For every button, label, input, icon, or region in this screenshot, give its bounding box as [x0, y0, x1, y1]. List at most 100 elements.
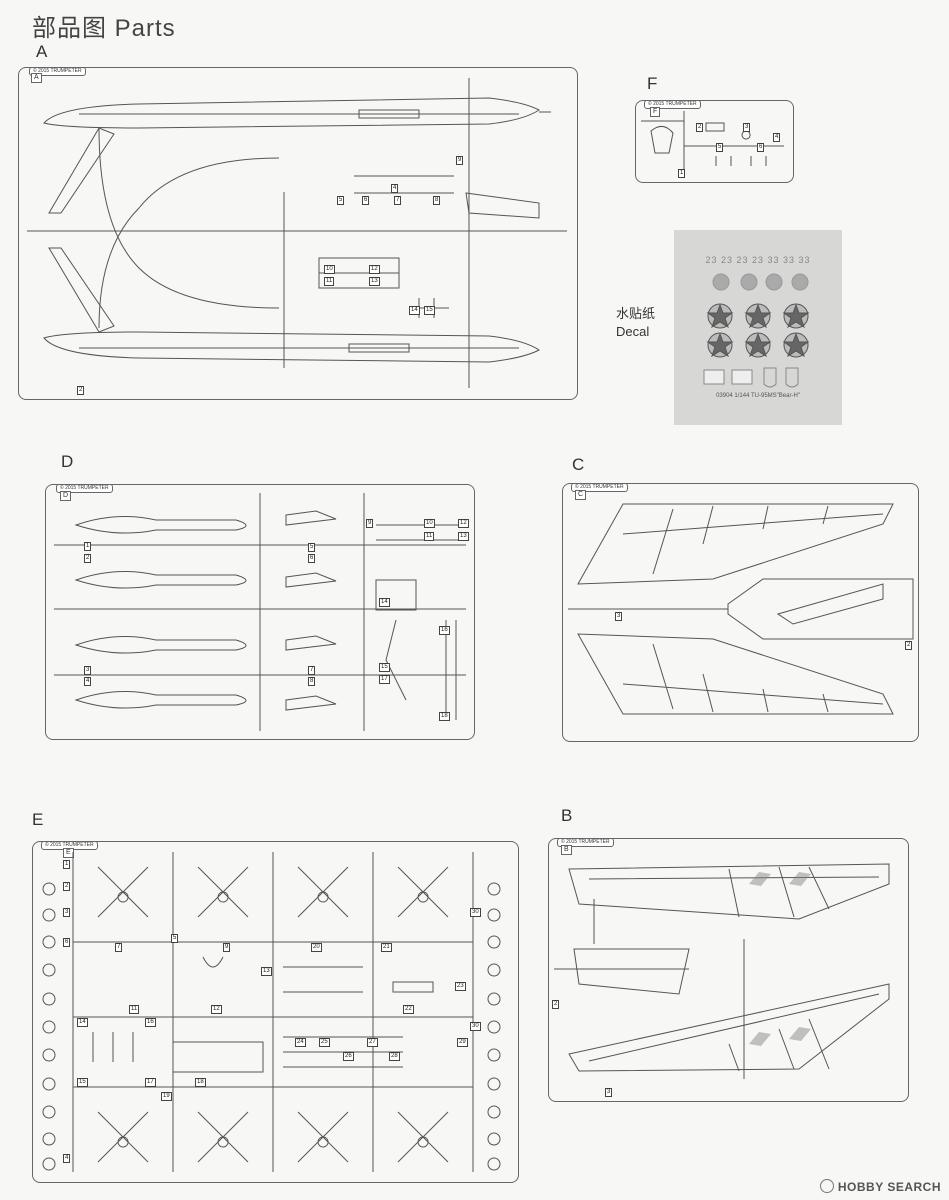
- part-number: 7: [308, 666, 316, 675]
- part-number: 1: [84, 542, 92, 551]
- part-number: 13: [369, 277, 380, 286]
- part-number: 14: [379, 598, 390, 607]
- sprue-b-frame: © 2015 TRUMPETER B 2 3: [548, 838, 909, 1102]
- part-number: 15: [424, 306, 435, 315]
- part-number: 7: [394, 196, 402, 205]
- part-number: 4: [63, 1154, 71, 1163]
- sprue-c-drawing: [568, 503, 914, 715]
- part-number: 30: [470, 908, 481, 917]
- part-number: 4: [773, 133, 781, 142]
- part-number: 9: [366, 519, 374, 528]
- sprue-d-drawing: [54, 493, 466, 731]
- decal-label-cn: 水贴纸: [616, 306, 656, 321]
- part-number: 28: [389, 1052, 400, 1061]
- part-number: 3: [84, 666, 92, 675]
- part-number: 14: [77, 1018, 88, 1027]
- sprue-f-tag: F: [650, 107, 661, 117]
- part-number: 29: [457, 1038, 468, 1047]
- part-number: 13: [458, 532, 469, 541]
- part-number: 18: [195, 1078, 206, 1087]
- part-number: 1: [678, 169, 686, 178]
- part-number: 11: [129, 1005, 140, 1014]
- sprue-c-label: C: [572, 455, 585, 474]
- sprue-f-drawing: [641, 111, 784, 176]
- part-number: 25: [319, 1038, 330, 1047]
- part-number: 6: [63, 938, 71, 947]
- sprue-f-copyright: © 2015 TRUMPETER: [644, 100, 701, 109]
- part-number: 4: [84, 677, 92, 686]
- part-number: 20: [311, 943, 322, 952]
- part-number: 11: [324, 277, 335, 286]
- part-number: 2: [63, 882, 71, 891]
- part-number: 6: [757, 143, 765, 152]
- sprue-a-label: A: [36, 42, 48, 61]
- part-number: 10: [324, 265, 335, 274]
- part-number: 15: [379, 663, 390, 672]
- decal-graphics: [703, 273, 810, 388]
- sprue-e-frame: © 2015 TRUMPETER E: [32, 841, 519, 1183]
- sprue-e-label: E: [32, 810, 44, 829]
- part-number: 6: [362, 196, 370, 205]
- part-number: 3: [605, 1088, 613, 1097]
- part-number: 2: [552, 1000, 560, 1009]
- part-number: 12: [369, 265, 380, 274]
- part-number: 3: [615, 612, 623, 621]
- sprue-d-tag: D: [60, 491, 72, 501]
- part-number: 15: [77, 1078, 88, 1087]
- part-number: 16: [145, 1018, 156, 1027]
- sprue-b-label: B: [561, 806, 573, 825]
- sprue-b-drawing: [554, 863, 890, 1079]
- decal-title: 03904 1/144 TU-95MS"Bear-H": [716, 393, 800, 399]
- part-number: 30: [470, 1022, 481, 1031]
- sprue-c-copyright: © 2015 TRUMPETER: [571, 483, 628, 492]
- sprue-f-frame: © 2015 TRUMPETER F 2 3 4 5 6 1: [635, 100, 794, 183]
- part-number: 17: [145, 1078, 156, 1087]
- part-number: 19: [161, 1092, 172, 1101]
- part-number: 12: [458, 519, 469, 528]
- sprue-d-label: D: [61, 452, 74, 471]
- part-number: 7: [115, 943, 123, 952]
- part-number: 16: [439, 626, 450, 635]
- sprue-d-copyright: © 2015 TRUMPETER: [56, 484, 113, 493]
- part-number: 3: [63, 908, 71, 917]
- sprue-b-copyright: © 2015 TRUMPETER: [557, 838, 614, 847]
- part-number: 5: [308, 543, 316, 552]
- part-number: 2: [77, 386, 85, 395]
- part-number: 5: [337, 196, 345, 205]
- part-number: 5: [171, 934, 179, 943]
- part-number: 14: [409, 306, 420, 315]
- part-number: 23: [455, 982, 466, 991]
- sprue-a-tag: A: [31, 73, 42, 83]
- sprue-a-frame: © 2015 TRUMPETER A 9 5: [18, 67, 578, 400]
- part-number: 10: [424, 519, 435, 528]
- page-title: 部品图 Parts: [32, 15, 176, 42]
- watermark: HOBBY SEARCH: [819, 1179, 941, 1194]
- sprue-a-drawing: [27, 78, 567, 388]
- sprue-e-drawing: [42, 852, 501, 1172]
- decal-numbers: 23 23 23 23 33 33 33: [705, 255, 811, 265]
- part-number: 11: [424, 532, 435, 541]
- part-number: 5: [716, 143, 724, 152]
- watermark-text: HOBBY SEARCH: [837, 1180, 941, 1194]
- sprue-d-frame: © 2015 TRUMPETER D 1 2 3 4 5 6 7 8 9 10 …: [45, 484, 475, 740]
- hobby-search-logo-icon: [819, 1179, 834, 1193]
- part-number: 9: [223, 943, 231, 952]
- decal-label: 水贴纸 Decal: [616, 305, 655, 341]
- part-number: 22: [403, 1005, 414, 1014]
- decal-label-en: Decal: [616, 324, 650, 339]
- part-number: 6: [308, 554, 316, 563]
- part-number: 3: [743, 123, 751, 132]
- part-number: 8: [308, 677, 316, 686]
- part-number: 2: [84, 554, 92, 563]
- part-number: 18: [439, 712, 450, 721]
- sprue-c-tag: C: [575, 490, 587, 500]
- part-number: 13: [261, 967, 272, 976]
- part-number: 4: [391, 184, 399, 193]
- part-number: 17: [379, 675, 390, 684]
- part-number: 2: [696, 123, 704, 132]
- decal-sheet: 23 23 23 23 33 33 33 03904 1/144 TU-95MS…: [674, 230, 842, 425]
- part-number: 9: [456, 156, 464, 165]
- part-number: 1: [63, 860, 71, 869]
- sprue-f-label: F: [647, 74, 658, 93]
- part-number: 8: [433, 196, 441, 205]
